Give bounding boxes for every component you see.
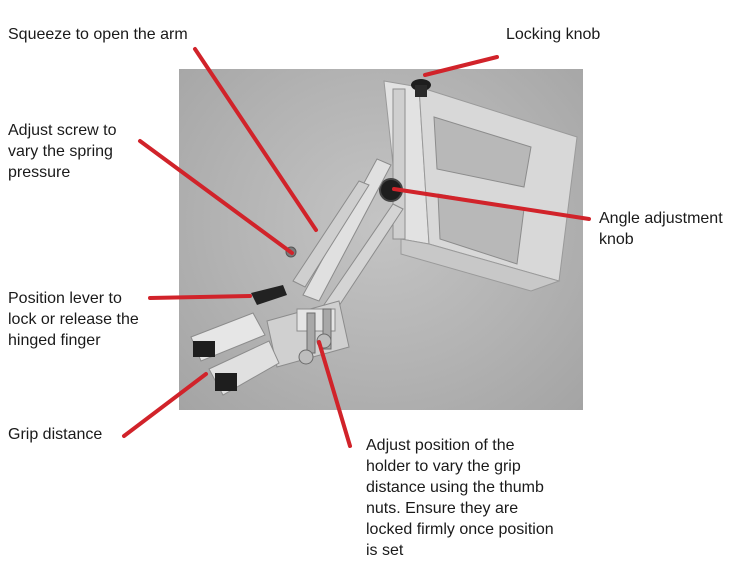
label-spring-screw: Adjust screw to vary the spring pressure bbox=[8, 122, 117, 181]
position-lever bbox=[251, 285, 287, 305]
grip-fingers bbox=[190, 312, 280, 396]
label-locking-knob: Locking knob bbox=[506, 26, 601, 43]
label-angle-knob: Angle adjustment knob bbox=[599, 210, 723, 248]
thumb-nut bbox=[316, 333, 332, 349]
device-photo bbox=[179, 69, 583, 410]
thumb-nut bbox=[298, 349, 314, 365]
label-position-lever: Position lever to lock or release the hi… bbox=[8, 290, 139, 349]
label-squeeze: Squeeze to open the arm bbox=[8, 26, 188, 43]
frame-plate bbox=[383, 80, 578, 292]
label-holder-position: Adjust position of the holder to vary th… bbox=[366, 437, 554, 559]
holder-arms bbox=[292, 158, 404, 322]
spring-screw bbox=[285, 246, 297, 258]
holder-illustration bbox=[190, 79, 578, 396]
label-grip-distance: Grip distance bbox=[8, 426, 103, 443]
locking-knob bbox=[411, 79, 431, 97]
base-block bbox=[266, 300, 350, 368]
angle-knob bbox=[379, 178, 403, 202]
